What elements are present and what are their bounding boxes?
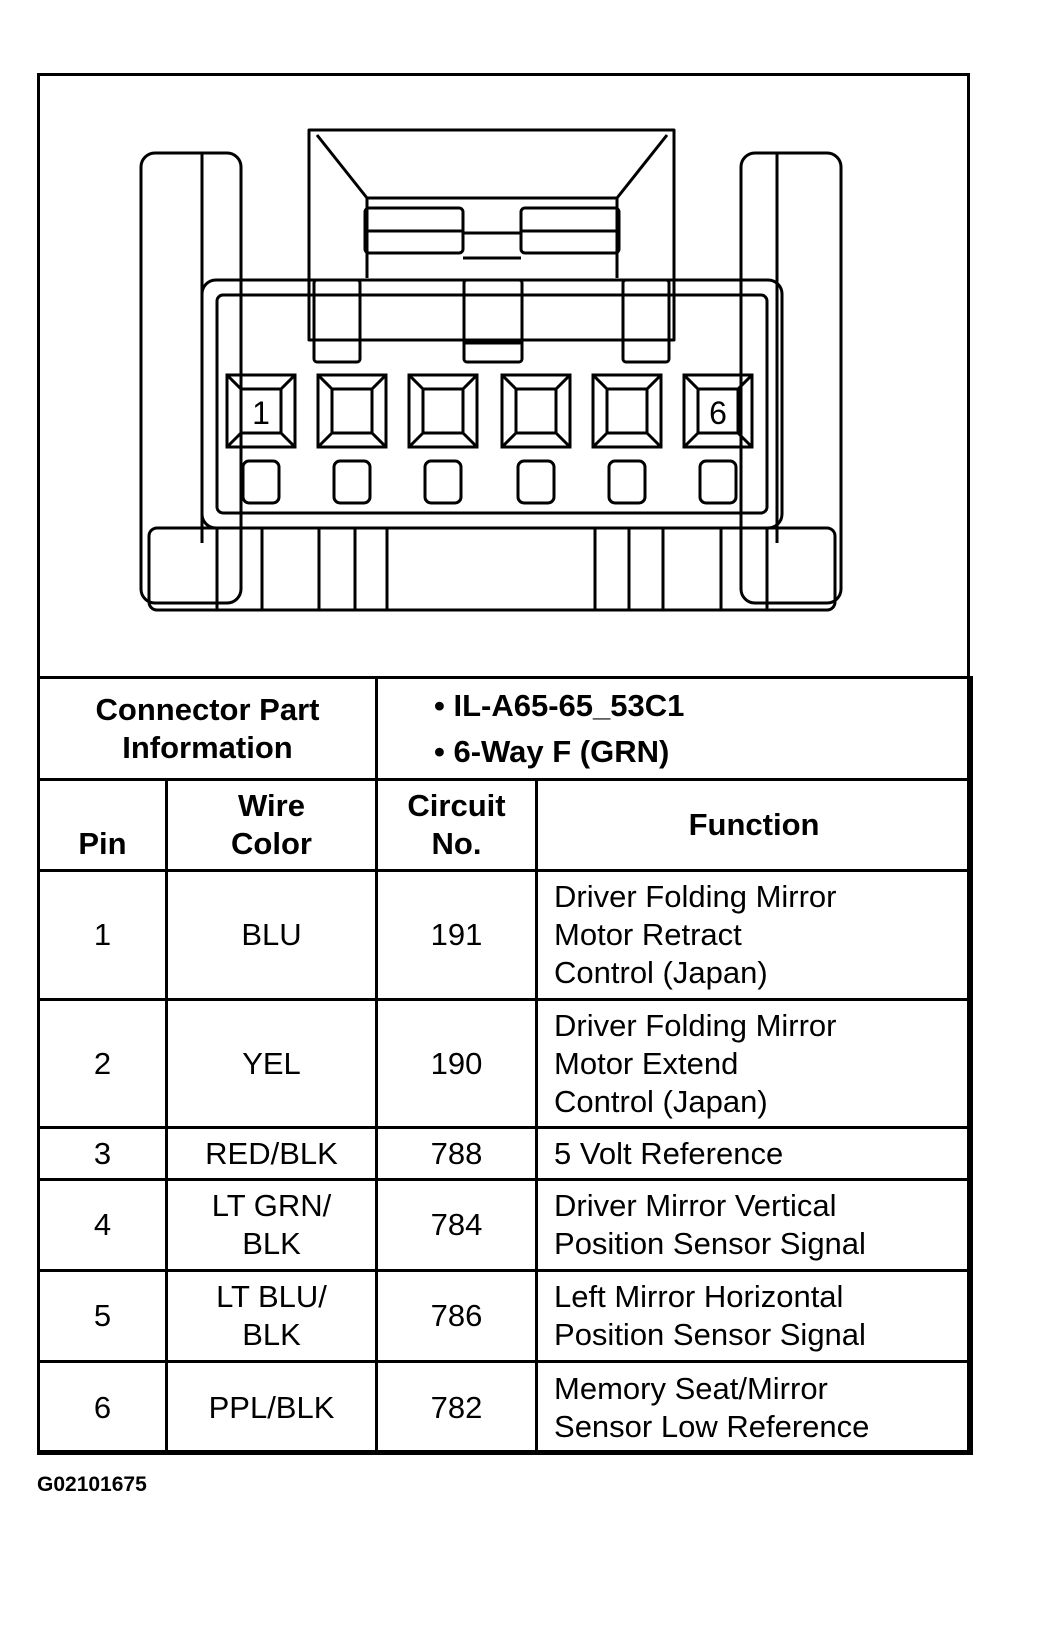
part-info-label: Connector Part Information <box>36 676 379 781</box>
pin-cavity-3 <box>407 373 479 449</box>
pin-label-6: 6 <box>709 395 727 431</box>
figure-id: G02101675 <box>37 1473 147 1496</box>
wire-color-cell: LT GRN/BLK <box>164 1178 379 1272</box>
header-row: Pin Wire Color Circuit No. Function <box>37 778 974 872</box>
function-cell: 5 Volt Reference <box>535 1126 974 1181</box>
col-header-pin: Pin <box>37 778 168 872</box>
pin-cell: 3 <box>37 1126 168 1181</box>
pin-cell: 6 <box>37 1360 168 1455</box>
connector-diagram: 1 6 <box>139 128 843 612</box>
col-header-circuit: Circuit No. <box>375 778 539 872</box>
right-latch <box>739 151 843 605</box>
pin-cavity-5 <box>591 373 663 449</box>
table-row: 3 RED/BLK 788 5 Volt Reference <box>37 1126 974 1181</box>
col-header-function: Function <box>535 778 974 872</box>
pin-label-1: 1 <box>252 395 270 431</box>
connector-base <box>147 526 837 612</box>
wire-color-cell: YEL <box>164 998 379 1129</box>
circuit-cell: 784 <box>375 1178 539 1272</box>
circuit-cell: 191 <box>375 869 539 1001</box>
pin-cavity-2 <box>316 373 388 449</box>
col-header-wire-color: Wire Color <box>164 778 379 872</box>
connector-type: 6-Way F (GRN) <box>434 729 970 775</box>
circuit-cell: 788 <box>375 1126 539 1181</box>
circuit-cell: 786 <box>375 1269 539 1363</box>
pin-cell: 1 <box>37 869 168 1001</box>
pin-table: Connector Part Information IL-A65-65_53C… <box>36 676 974 1455</box>
pin-cavity-4 <box>500 373 572 449</box>
pin-cell: 5 <box>37 1269 168 1363</box>
connector-body <box>200 278 784 530</box>
pin-cell: 2 <box>37 998 168 1129</box>
pin-cavity-1 <box>225 373 297 449</box>
pin-cell: 4 <box>37 1178 168 1272</box>
lock-housing <box>307 128 676 342</box>
pin-cavities <box>225 373 754 505</box>
part-info-row: Connector Part Information IL-A65-65_53C… <box>36 676 974 781</box>
wire-color-cell: RED/BLK <box>164 1126 379 1181</box>
wire-color-cell: LT BLU/BLK <box>164 1269 379 1363</box>
circuit-cell: 190 <box>375 998 539 1129</box>
wire-color-cell: BLU <box>164 869 379 1001</box>
left-latch <box>139 151 243 605</box>
wire-color-cell: PPL/BLK <box>164 1360 379 1455</box>
circuit-cell: 782 <box>375 1360 539 1455</box>
pin-cavity-6 <box>682 373 754 449</box>
part-number: IL-A65-65_53C1 <box>434 683 970 729</box>
part-info-values: IL-A65-65_53C1 6-Way F (GRN) <box>375 676 974 781</box>
